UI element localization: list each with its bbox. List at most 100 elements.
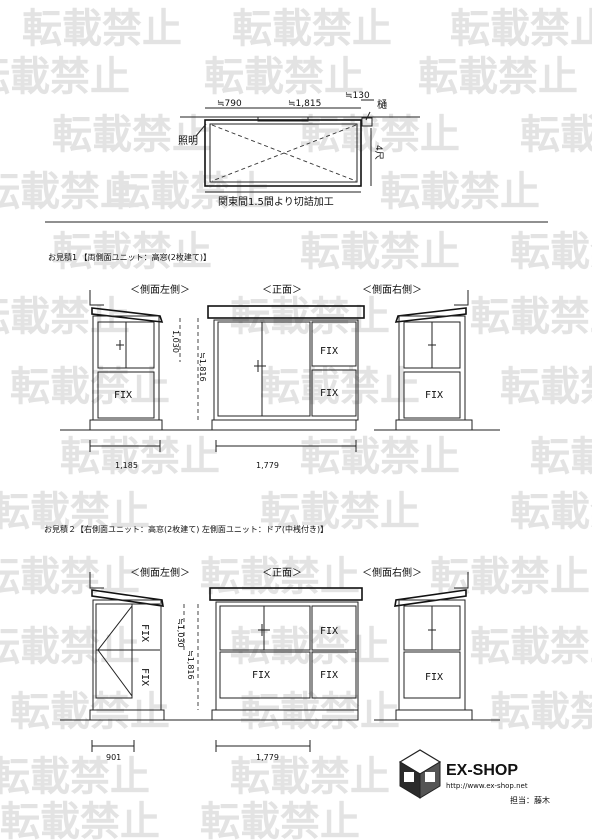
right-side-view: FIX [374,290,500,431]
watermark: 転載禁止 [530,434,592,480]
fix-label: FIX [252,670,270,681]
watermark: 転載禁止 [22,6,182,52]
plan-caption: 関東間1.5間より切詰加工 [218,195,334,208]
watermark: 転載禁止 [500,364,592,410]
wall-bracket [89,572,104,589]
watermark: 転載禁止 [0,754,150,800]
left-side-view: FIX FIX 901 [60,572,218,762]
label-front: ＜正面＞ [262,285,302,296]
cube-logo-icon [398,749,442,799]
dim-height-2: ≒1,816 [198,352,207,382]
left-side-view: FIX 1,185 [60,290,218,470]
fix-label: FIX [320,626,338,637]
watermark: 転載禁止 [260,364,420,410]
front-roof [207,305,365,319]
watermark: 転載禁止 [520,112,592,158]
logo-name: EX-SHOP [446,762,518,779]
fix-panel [311,651,357,699]
fix-label: FIX [139,668,150,686]
roof [91,589,164,607]
dim-height-2: ≒1,816 [186,650,195,680]
fix-panel [311,605,357,651]
watermark: 転載禁止 [260,489,420,535]
sliding-doors [217,321,311,417]
logo-url: http://www.ex-shop.net [446,782,528,790]
fix-panel [219,651,311,699]
roof [394,589,467,607]
watermark: 転載禁止 [0,294,130,340]
plan-diagonal [211,124,357,182]
watermark: 転載禁止 [300,229,460,275]
base-block [211,709,359,721]
watermark: 転載禁止 [232,6,392,52]
plan-inner [209,123,358,183]
wall-bracket [89,290,104,306]
right-side-view: FIX [374,572,500,721]
estimate-1: お見積1 【両側面ユニット：高窓(2枚建て)】 ＜側面左側＞ ＜正面＞ ＜側面右… [48,252,500,470]
base-block [89,419,163,431]
fix-label: FIX [320,670,338,681]
fix-label: FIX [139,624,150,642]
dim-right: ≒130 [345,91,370,101]
watermark-layer: 転載禁止 転載禁止 転載禁止 転載禁止 転載禁止 転載禁止 転載禁止 転載禁止 … [0,6,592,840]
label-right-side: ＜側面右側＞ [362,283,422,296]
watermark: 転載禁止 [470,624,592,670]
dim-height-1: ≒1,030 [176,618,185,648]
label-gutter: 樋 [377,98,387,111]
watermark: 転載禁止 [0,799,160,840]
watermark: 転載禁止 [204,54,364,100]
light-fixture [257,116,309,122]
watermark: 転載禁止 [60,434,220,480]
watermark: 転載禁止 [0,554,140,600]
base-block [395,709,473,721]
watermark: 転載禁止 [510,489,592,535]
fix-label: FIX [114,390,132,401]
wall-bracket [454,290,469,306]
front-view: FIX FIX 1,779 [207,305,365,470]
watermark: 転載禁止 [490,689,592,735]
fix-panel [97,371,155,419]
upper-sliding-window [219,605,311,651]
base-block [395,419,473,431]
watermark: 転載禁止 [380,169,540,215]
front-roof [209,587,363,601]
dim-height-1: 1,030 [171,330,180,353]
fix-label: FIX [425,390,443,401]
fix-panel [311,369,357,417]
front-view: FIX FIX FIX 1,779 [209,587,363,762]
watermark: 転載禁止 [300,434,460,480]
watermark: 転載禁止 [0,624,140,670]
watermark: 転載禁止 [430,554,590,600]
leader-line [195,123,207,137]
roof [394,307,467,323]
dim-front-width: 1,779 [256,753,279,762]
label-left-side: ＜側面左側＞ [130,283,190,296]
fix-panel [311,321,357,367]
watermark: 転載禁止 [240,689,400,735]
label-front: ＜正面＞ [262,568,302,579]
estimate-2: お見積２【右側面ユニット：高窓(2枚建て) 左側面ユニット：ドア(中桟付き)】 … [44,524,500,762]
dim-left: ≒790 [217,99,242,109]
fix-label: FIX [425,672,443,683]
watermark: 転載禁止 [0,489,150,535]
base-block [211,419,357,431]
roof [91,307,164,323]
ex-shop-logo: EX-SHOP http://www.ex-shop.net 担当：藤木 [398,749,550,805]
label-height: 4尺 [373,145,384,160]
door-swing [97,605,133,697]
watermark: 転載禁止 [200,554,360,600]
staff-name: 担当：藤木 [510,795,550,805]
watermark: 転載禁止 [418,54,578,100]
label-left-side: ＜側面左側＞ [130,566,190,579]
label-right-side: ＜側面右側＞ [362,566,422,579]
estimate-2-title: お見積２【右側面ユニット：高窓(2枚建て) 左側面ユニット：ドア(中桟付き)】 [44,524,328,534]
watermark: 転載禁止 [510,229,592,275]
label-light: 照明 [178,135,198,147]
estimate-1-title: お見積1 【両側面ユニット：高窓(2枚建て)】 [48,252,211,262]
watermark: 転載禁止 [0,54,130,100]
watermark: 転載禁止 [0,169,140,215]
wall-bracket [454,572,469,589]
fix-panel [403,371,461,419]
fix-label: FIX [320,346,338,357]
